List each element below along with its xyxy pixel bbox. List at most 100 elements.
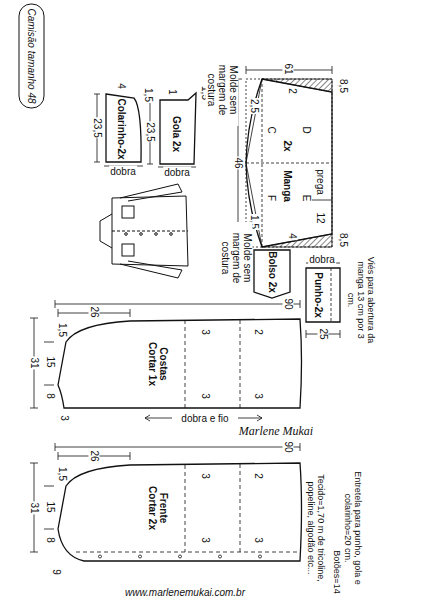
piece-outline [52, 316, 304, 412]
piece-label-wrap: Bolso 2x [267, 251, 278, 293]
measurement: Botões=14 [331, 549, 341, 594]
measurement: 23,5 [145, 121, 156, 142]
label-wrap: 3 [253, 392, 264, 400]
pattern-line [238, 418, 262, 419]
pattern-line [139, 555, 142, 558]
measurement: 8,5 [338, 232, 349, 248]
label-wrap: 90 [283, 297, 294, 310]
measurement: 31 [29, 501, 40, 514]
collar-dimensions [94, 94, 196, 167]
measurement: 2 [253, 328, 264, 336]
label-wrap: 2,5 [249, 98, 260, 114]
label-wrap: 26 [89, 449, 100, 462]
pattern-line [30, 408, 38, 409]
label-wrap: 3 [200, 472, 211, 480]
pattern-line [240, 320, 241, 408]
label-wrap: C [266, 125, 277, 134]
measurement: 3 [200, 328, 211, 336]
pattern-line [331, 268, 332, 322]
label-wrap: Viés para abertura da manga 13 cm por 3 … [345, 254, 375, 346]
pattern-line [306, 330, 307, 338]
pattern-title: Camisão tamanho 48 [26, 8, 37, 103]
pattern-line [30, 552, 38, 553]
measurement: 90 [283, 297, 294, 310]
front-piece: Frente Cortar 2x [52, 460, 304, 564]
label-wrap: 25 [318, 327, 329, 340]
piece-outline-path [306, 268, 340, 322]
piece-label: Gola 2x [171, 116, 182, 152]
pattern-line [340, 330, 341, 338]
pattern-line [19, 4, 44, 108]
label-wrap: 8 [45, 536, 56, 544]
measurement: 26 [89, 449, 100, 462]
pattern-line [140, 233, 143, 236]
piece-outline-path [246, 79, 332, 247]
pattern-line [44, 342, 54, 343]
measurement: 90 [283, 440, 294, 453]
measurement: D [301, 125, 312, 134]
piece-outline [52, 460, 304, 564]
label-wrap: F [266, 194, 277, 202]
label-wrap: dobra [163, 167, 191, 178]
measurement: 3 [200, 472, 211, 480]
pattern-line [30, 318, 38, 319]
measurement: 2 [287, 87, 298, 95]
note-text: Tecido=1,70 m de tricoline, popeline, al… [305, 467, 325, 589]
measurement: 3 [253, 536, 264, 544]
cuff-piece: Punho-2x [303, 266, 343, 326]
measurement: 1 [167, 88, 178, 96]
label-wrap: 8,5 [338, 232, 349, 248]
note-text: Molde sem margem de costura [206, 54, 239, 126]
piece-label-wrap: Frente Cortar 2x [147, 486, 169, 530]
pattern-line [112, 196, 188, 266]
measurement: dobra [163, 167, 191, 178]
measurement: 8 [45, 392, 56, 400]
note-text: Viés para abertura da manga 13 cm por 3 … [345, 254, 375, 346]
pattern-line [240, 464, 241, 552]
measurement: 25 [318, 327, 329, 340]
measurement: 3 [200, 536, 211, 544]
measurement: 3 [59, 414, 70, 422]
pattern-line [185, 465, 186, 552]
label-wrap: 3 [253, 536, 264, 544]
label-wrap: dobra [109, 166, 137, 177]
label-wrap: 2 [287, 87, 298, 95]
pattern-line [94, 94, 100, 95]
shirt-illustration [100, 184, 188, 278]
label-wrap: 1,5 [57, 322, 68, 338]
pattern-line [179, 555, 182, 558]
label-wrap: E [301, 194, 312, 203]
piece-outline-path [160, 93, 196, 164]
measurement: 3 [253, 392, 264, 400]
label-wrap: 3 [200, 328, 211, 336]
measurement: E [301, 194, 312, 203]
measurement: 1,5 [143, 87, 154, 103]
piece-outline-path [58, 463, 302, 561]
measurement: 61 [283, 62, 294, 75]
pattern-line [55, 304, 300, 305]
label-wrap: Tecido=1,70 m de tricoline, popeline, al… [305, 467, 325, 589]
label-wrap: 90 [283, 440, 294, 453]
measurement: F [266, 194, 277, 202]
label-wrap: 8,5 [338, 78, 349, 94]
label-wrap: 1,5 [57, 466, 68, 482]
label-wrap: 15 [45, 355, 56, 368]
pattern-line [147, 164, 153, 165]
piece-label: Colarinho-2x [116, 98, 127, 159]
measurement: 31 [29, 356, 40, 369]
website: www.marlenemukai.com.br [124, 587, 246, 598]
title-cloud [19, 4, 44, 108]
piece-outline-path [106, 94, 141, 162]
pattern-line [130, 309, 131, 317]
label-wrap: 23,5 [92, 117, 103, 138]
pattern-line [100, 214, 112, 248]
pattern-line [246, 79, 332, 247]
measurement: 3 [200, 392, 211, 400]
measurement: 15 [45, 500, 56, 513]
measurement: 1,5 [57, 322, 68, 338]
pattern-line [332, 66, 333, 74]
label-wrap: 15 [45, 500, 56, 513]
label-wrap: Molde sem margem de costura [206, 54, 239, 126]
measurement: 9 [51, 568, 62, 576]
measurement: C [266, 125, 277, 134]
